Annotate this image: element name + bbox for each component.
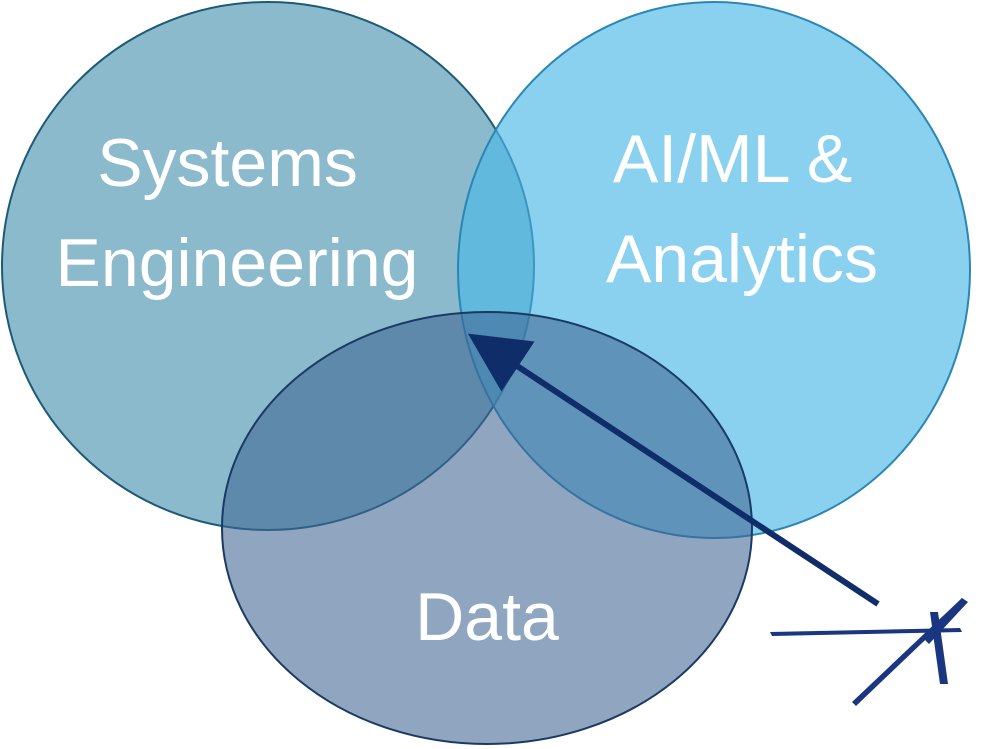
arrow-line [467,333,880,607]
data-label: Data [415,579,559,655]
systems-engineering-label: Systems Engineering [56,125,419,301]
data-label-line: Data [415,579,559,655]
analytics-label-line: Analytics [606,221,878,297]
ai-ml-analytics-label: AI/ML & Analytics [606,121,878,297]
systems-label-line: Systems [97,125,358,201]
star-logo-icon [770,598,968,706]
engineering-label-line: Engineering [56,225,419,301]
ai-ml-label-line: AI/ML & [613,121,852,197]
data-circle [221,311,753,745]
